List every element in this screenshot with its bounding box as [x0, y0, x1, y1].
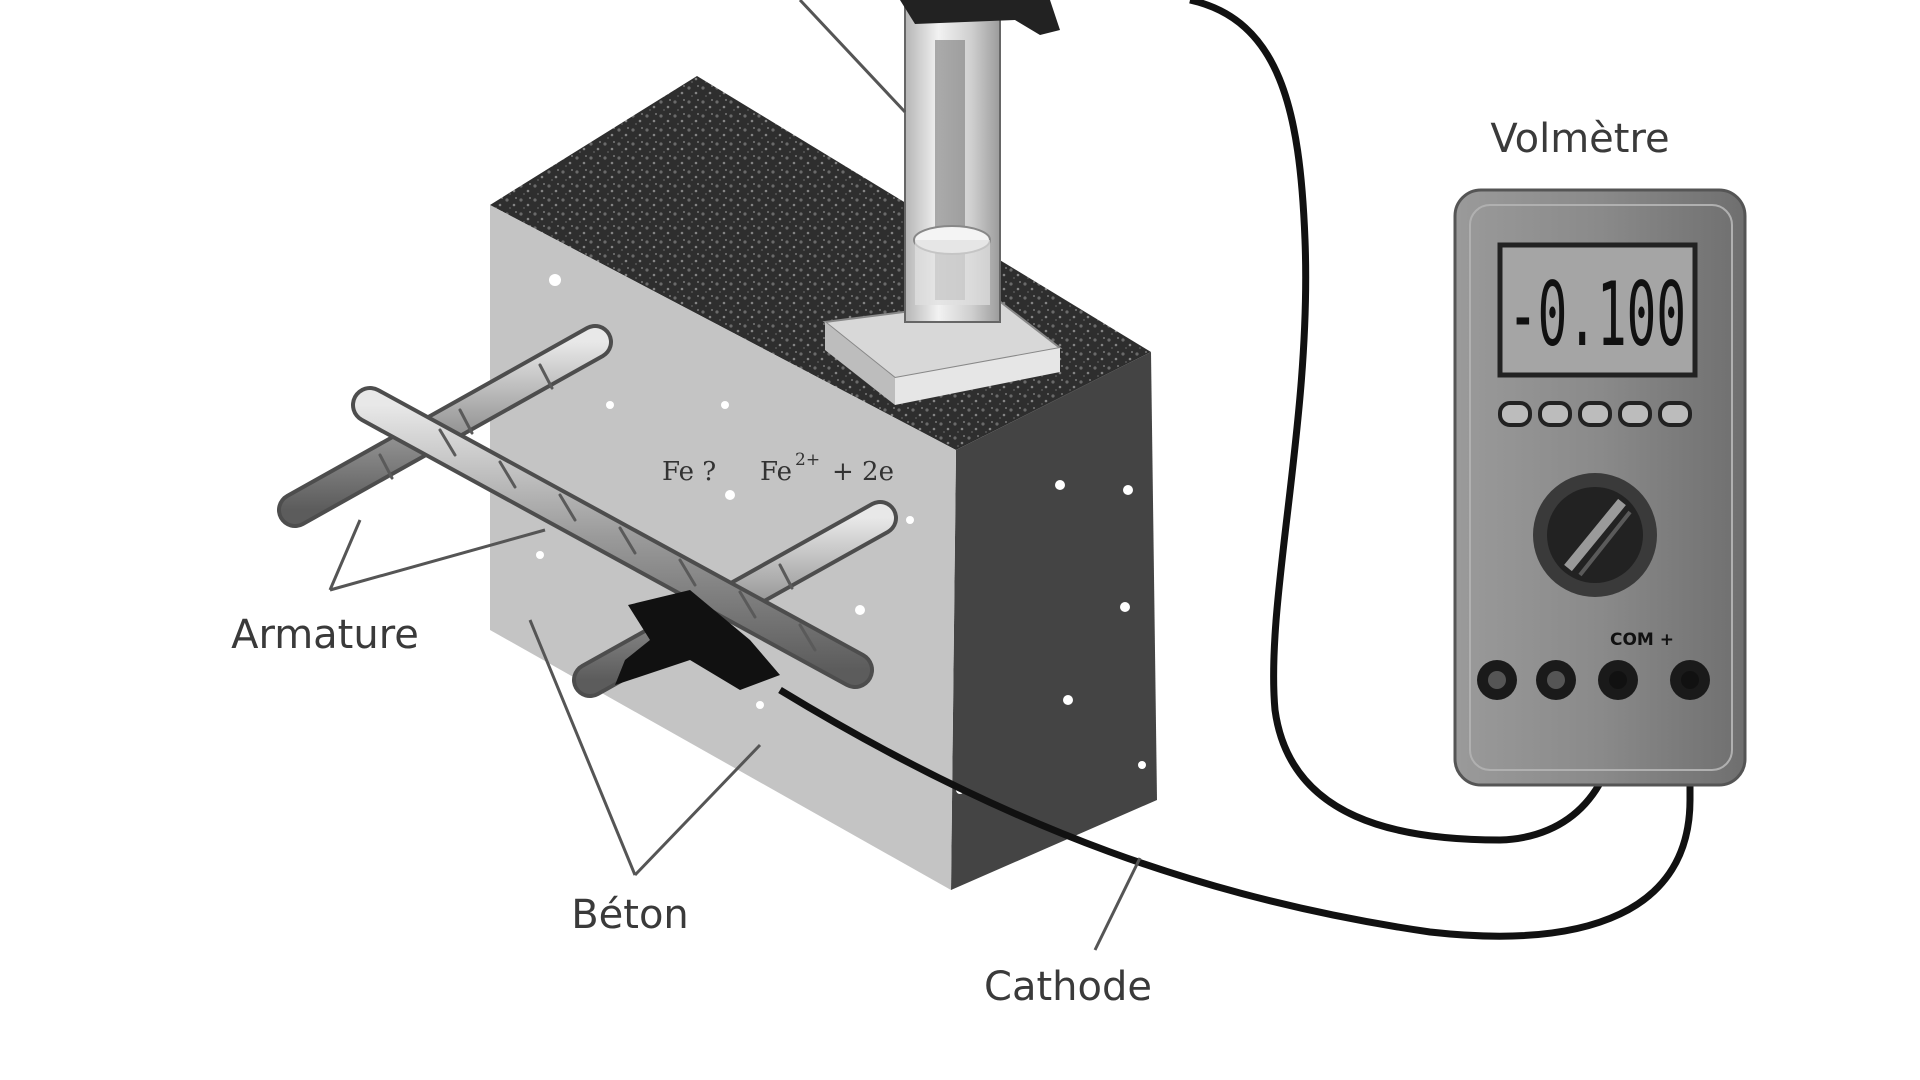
leader-beton-2 — [633, 743, 762, 877]
leader-armature-1 — [328, 519, 362, 591]
label-cathode: Cathode — [984, 964, 1152, 1010]
svg-text:2+: 2+ — [795, 450, 820, 470]
voltmeter-button-3[interactable] — [1578, 401, 1612, 427]
svg-text:+ 2e: + 2e — [832, 457, 894, 487]
leader-beton-1 — [528, 619, 637, 876]
voltmeter-buttons[interactable] — [1498, 401, 1692, 427]
electrode-cap — [900, 0, 1060, 35]
leader-electrode — [798, 0, 907, 114]
wire-clamp — [615, 590, 780, 690]
wire-electrode-com — [1189, 0, 1622, 844]
svg-text:Fe: Fe — [760, 457, 792, 487]
voltmeter-button-4[interactable] — [1618, 401, 1652, 427]
label-armature: Armature — [231, 612, 419, 658]
reaction-equation: Fe ? Fe 2+ + 2e — [662, 450, 894, 487]
voltmeter-reading: -0.100 — [1508, 263, 1686, 366]
armature-rods — [277, 324, 898, 698]
voltmeter-jacks[interactable] — [1477, 660, 1710, 700]
voltmeter: -0.100 COM + — [1453, 188, 1747, 787]
reference-electrode — [822, 0, 1063, 405]
concrete-aggregate-dots — [536, 274, 1146, 794]
voltmeter-button-1[interactable] — [1498, 401, 1532, 427]
measurement-wires — [778, 0, 1694, 940]
wire-armature-plus — [778, 687, 1694, 940]
svg-text:Fe ?: Fe ? — [662, 457, 716, 487]
voltmeter-dial[interactable] — [1533, 473, 1657, 597]
voltmeter-display — [1497, 242, 1698, 378]
leader-armature-2 — [329, 528, 546, 592]
voltmeter-button-5[interactable] — [1658, 401, 1692, 427]
voltmeter-port-label: COM + — [1610, 630, 1674, 650]
label-beton: Béton — [571, 892, 689, 938]
concrete-side-face — [951, 352, 1157, 890]
concrete-front-face — [490, 205, 956, 890]
label-voltmetre: Volmètre — [1490, 116, 1669, 162]
leader-lines — [328, 0, 1142, 951]
leader-cathode — [1093, 857, 1142, 951]
voltmeter-button-2[interactable] — [1538, 401, 1572, 427]
